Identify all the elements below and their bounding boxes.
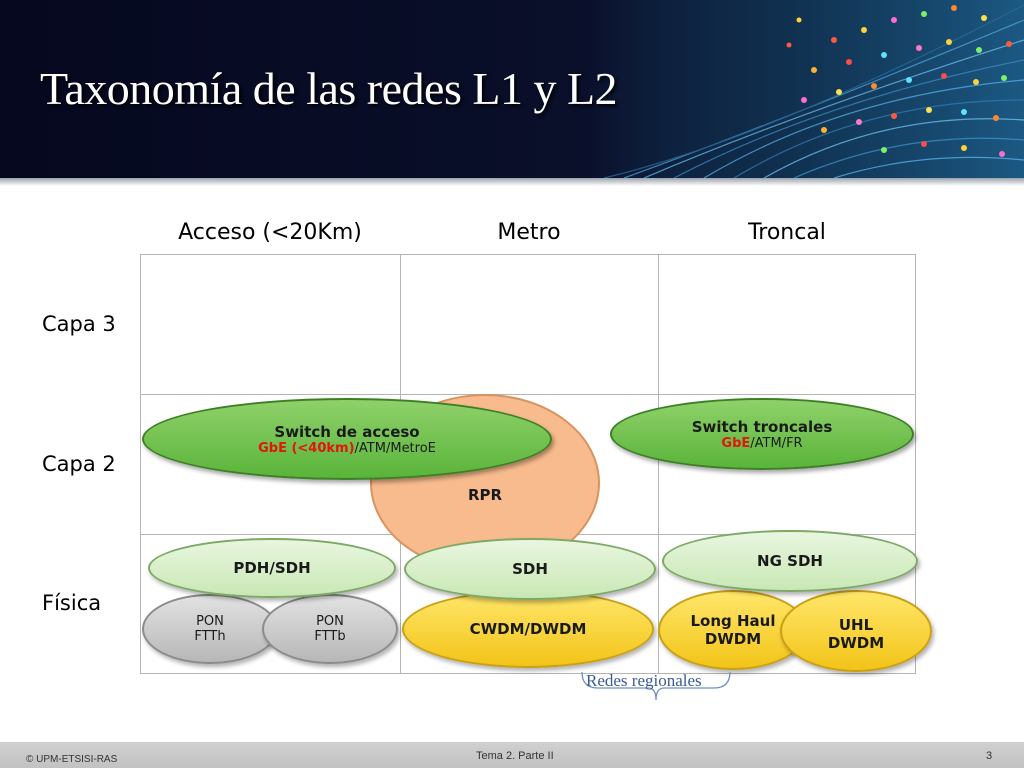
ng-sdh-label: NG SDH — [757, 552, 823, 570]
switch-acceso-ellipse: Switch de acceso GbE (<40km)/ATM/MetroE — [142, 398, 552, 480]
row-header-capa3: Capa 3 — [42, 312, 116, 336]
pon-ftth-line2: FTTh — [194, 629, 226, 644]
cwdm-dwdm-label: CWDM/DWDM — [469, 620, 587, 638]
uhl-ellipse: UHL DWDM — [780, 590, 932, 672]
uhl-line1: UHL — [838, 616, 874, 634]
pon-fttb-ellipse: PON FTTb — [262, 594, 398, 664]
switch-troncales-protocols: GbE/ATM/FR — [721, 436, 802, 451]
page-number: 3 — [986, 750, 993, 762]
fiber-optic-image — [584, 0, 1024, 178]
footer-bar: © UPM-ETSISI-RAS Tema 2. Parte II 3 — [0, 742, 1024, 768]
brace-label: Redes regionales — [586, 671, 702, 690]
footer-center: Tema 2. Parte II — [476, 750, 554, 762]
column-header-troncal: Troncal — [748, 220, 826, 245]
ng-sdh-ellipse: NG SDH — [662, 530, 918, 592]
row-header-fisica: Física — [42, 591, 102, 615]
switch-acceso-protocols: GbE (<40km)/ATM/MetroE — [258, 441, 436, 456]
cwdm-dwdm-ellipse: CWDM/DWDM — [402, 590, 654, 668]
switch-acceso-title: Switch de acceso — [274, 422, 420, 441]
long-haul-line1: Long Haul — [690, 612, 776, 630]
switch-troncales-title: Switch troncales — [691, 417, 833, 436]
grid-cell — [140, 254, 401, 395]
header-banner: Taxonomía de las redes L1 y L2 — [0, 0, 1024, 178]
footer-copyright: © UPM-ETSISI-RAS — [26, 754, 118, 765]
brace-shape — [581, 671, 731, 701]
uhl-line2: DWDM — [827, 634, 885, 652]
sdh-label: SDH — [512, 560, 548, 578]
grid-cell — [400, 254, 659, 395]
switch-acceso-rest: /ATM/MetroE — [354, 440, 436, 456]
page-title: Taxonomía de las redes L1 y L2 — [40, 63, 618, 114]
switch-troncales-ellipse: Switch troncales GbE/ATM/FR — [610, 398, 914, 470]
pdh-sdh-ellipse: PDH/SDH — [148, 538, 396, 598]
column-header-acceso: Acceso (<20Km) — [178, 220, 362, 245]
pon-fttb-line2: FTTb — [314, 629, 346, 644]
pon-ftth-ellipse: PON FTTh — [142, 594, 278, 664]
column-header-metro: Metro — [497, 220, 561, 245]
header-shadow — [0, 178, 1024, 186]
pon-ftth-line1: PON — [196, 614, 224, 629]
switch-troncales-rest: /ATM/FR — [750, 435, 803, 451]
grid-cell — [658, 254, 916, 395]
long-haul-line2: DWDM — [704, 630, 762, 648]
sdh-ellipse: SDH — [404, 538, 656, 600]
pdh-sdh-label: PDH/SDH — [233, 559, 311, 577]
switch-troncales-highlight: GbE — [721, 435, 751, 451]
switch-acceso-highlight: GbE (<40km) — [258, 440, 355, 456]
row-header-capa2: Capa 2 — [42, 452, 116, 476]
rpr-label: RPR — [467, 486, 503, 504]
pon-fttb-line1: PON — [316, 614, 344, 629]
